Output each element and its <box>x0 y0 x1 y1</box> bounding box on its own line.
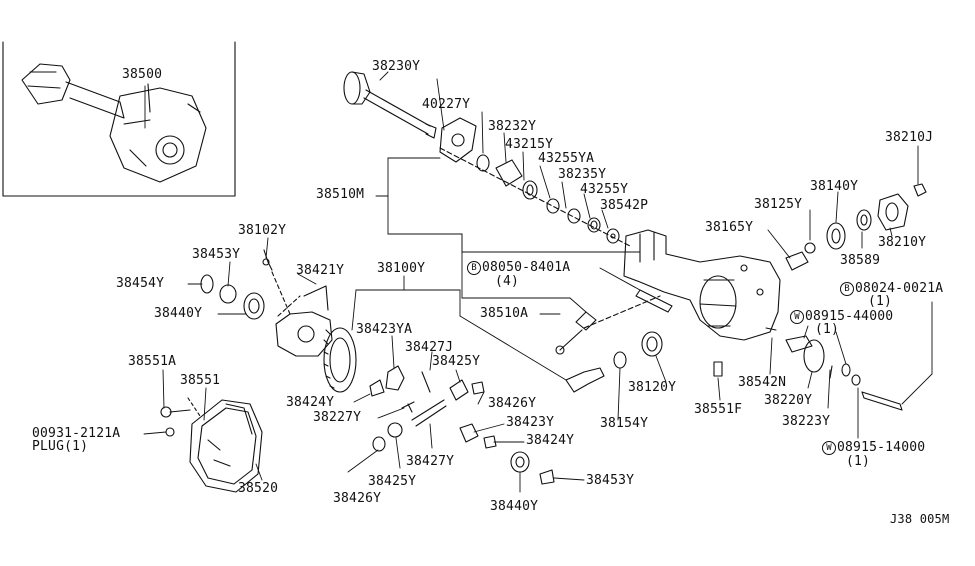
label-38551[interactable]: 38551 <box>180 373 221 388</box>
label-38551A[interactable]: 38551A <box>128 354 177 369</box>
label-38232Y[interactable]: 38232Y <box>488 119 537 134</box>
bolt-marker-icon: B <box>467 261 481 275</box>
bolt-38102Y <box>263 249 273 271</box>
qty-08915-14000: (1) <box>846 454 871 469</box>
bolt-08050 <box>635 289 673 313</box>
label-38210J[interactable]: 38210J <box>885 130 934 145</box>
label-38520[interactable]: 38520 <box>238 481 279 496</box>
pinion-parts-right <box>785 183 927 271</box>
label-38500[interactable]: 38500 <box>122 67 163 82</box>
diagram-code: J38 005M <box>890 512 950 526</box>
shaft-rings <box>476 154 620 244</box>
washer-marker-icon: W <box>790 310 804 324</box>
label-38453Y-a[interactable]: 38453Y <box>192 247 241 262</box>
axle-shaft <box>343 71 437 139</box>
label-38510A[interactable]: 38510A <box>480 306 529 321</box>
label-38100Y[interactable]: 38100Y <box>377 261 426 276</box>
inset-frame <box>2 41 236 197</box>
dash-pinion <box>583 295 661 329</box>
label-38210Y[interactable]: 38210Y <box>878 235 927 250</box>
label-38426Y-b[interactable]: 38426Y <box>333 491 382 506</box>
cover-bolts <box>160 397 201 437</box>
label-38154Y[interactable]: 38154Y <box>600 416 649 431</box>
label-38230Y[interactable]: 38230Y <box>372 59 421 74</box>
diff-bearings-left <box>200 274 265 320</box>
label-43215Y[interactable]: 43215Y <box>505 137 554 152</box>
label-43255YA[interactable]: 43255YA <box>538 151 595 166</box>
label-38454Y[interactable]: 38454Y <box>116 276 165 291</box>
label-38421Y[interactable]: 38421Y <box>296 263 345 278</box>
diff-case <box>271 271 333 357</box>
label-38235Y[interactable]: 38235Y <box>558 167 607 182</box>
axle-housing <box>623 229 781 341</box>
label-38165Y[interactable]: 38165Y <box>705 220 754 235</box>
label-38425Y-b[interactable]: 38425Y <box>368 474 417 489</box>
bolt-marker-icon: B <box>840 282 854 296</box>
label-plug: PLUG(1) <box>32 439 89 454</box>
label-38427Y[interactable]: 38427Y <box>406 454 455 469</box>
bolt-head-38510A <box>555 345 565 355</box>
label-38589[interactable]: 38589 <box>840 253 881 268</box>
axle-assembly-inset <box>21 63 207 183</box>
label-38453Y-b[interactable]: 38453Y <box>586 473 635 488</box>
brake-plate-flange <box>439 117 477 163</box>
label-38427J[interactable]: 38427J <box>405 340 454 355</box>
label-38102Y[interactable]: 38102Y <box>238 223 287 238</box>
label-38220Y[interactable]: 38220Y <box>764 393 813 408</box>
label-38120Y[interactable]: 38120Y <box>628 380 677 395</box>
qty-08050: (4) <box>495 274 520 289</box>
washer-marker-icon: W <box>822 441 836 455</box>
label-38140Y[interactable]: 38140Y <box>810 179 859 194</box>
label-38426Y-a[interactable]: 38426Y <box>488 396 537 411</box>
label-38424Y-b[interactable]: 38424Y <box>526 433 575 448</box>
bolt-head-38102Y <box>262 258 270 266</box>
bracket-38510A <box>575 311 597 331</box>
ring-gear <box>323 327 357 393</box>
label-38223Y[interactable]: 38223Y <box>782 414 831 429</box>
label-38424Y-a[interactable]: 38424Y <box>286 395 335 410</box>
pinion-gears-center <box>369 365 555 485</box>
label-38551F[interactable]: 38551F <box>694 402 743 417</box>
label-43255Y[interactable]: 43255Y <box>580 182 629 197</box>
label-38125Y[interactable]: 38125Y <box>754 197 803 212</box>
label-38425Y-a[interactable]: 38425Y <box>432 354 481 369</box>
label-38423Y[interactable]: 38423Y <box>506 415 555 430</box>
dash-shaft-line <box>439 147 631 247</box>
qty-08024: (1) <box>868 294 893 309</box>
label-38440Y-b[interactable]: 38440Y <box>490 499 539 514</box>
label-00931-2121A[interactable]: 00931-2121A <box>32 426 121 441</box>
qty-08915-44000: (1) <box>815 322 840 337</box>
label-40227Y[interactable]: 40227Y <box>422 97 471 112</box>
label-38227Y[interactable]: 38227Y <box>313 410 362 425</box>
label-38542N[interactable]: 38542N <box>738 375 787 390</box>
bolt-38510A <box>559 329 583 351</box>
leader-lines <box>143 71 933 493</box>
label-38423YA[interactable]: 38423YA <box>356 322 413 337</box>
diff-cover <box>189 399 263 493</box>
label-38510M[interactable]: 38510M <box>316 187 365 202</box>
label-38440Y-a[interactable]: 38440Y <box>154 306 203 321</box>
label-38542P[interactable]: 38542P <box>600 198 649 213</box>
